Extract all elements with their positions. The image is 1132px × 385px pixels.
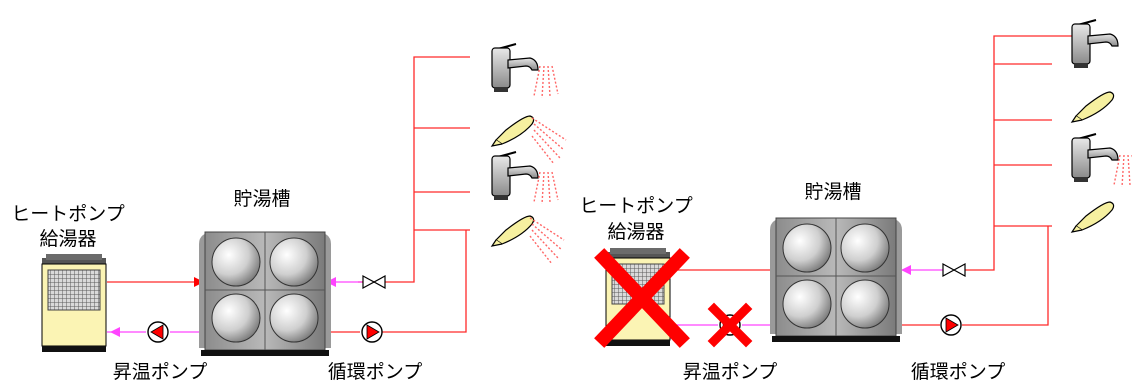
hot-supply-pipes [672, 35, 1072, 326]
spray-icon [529, 217, 565, 265]
shower-icon [491, 115, 535, 147]
faucet-icon [1071, 133, 1119, 183]
flow-arrow-icon [110, 327, 120, 337]
left-system: ヒートポンプ 給湯器 貯湯槽 昇温ポンプ 循環ポンプ [11, 43, 567, 383]
heat-pump-label-1: ヒートポンプ [579, 195, 692, 217]
storage-tank-icon [769, 217, 903, 343]
cross-icon [707, 302, 753, 348]
shower-icon [1071, 201, 1115, 233]
circ-pump-label: 循環ポンプ [911, 361, 1005, 383]
pump-icon [361, 321, 383, 343]
heat-pump-icon [41, 253, 107, 353]
heat-pump-label-2: 給湯器 [39, 228, 96, 250]
storage-tank-icon [198, 231, 332, 357]
faucet-icon [491, 151, 539, 201]
shower-icon [1071, 91, 1115, 123]
tank-label: 貯湯槽 [804, 181, 861, 203]
spray-icon [533, 65, 559, 99]
boost-pump-label: 昇温ポンプ [113, 361, 207, 383]
heat-pump-label-1: ヒートポンプ [11, 203, 124, 225]
faucet-icon [491, 43, 539, 93]
tank-label: 貯湯槽 [233, 188, 290, 210]
boost-pump-label: 昇温ポンプ [683, 361, 777, 383]
faucet-icon [1071, 19, 1119, 69]
shower-icon [491, 215, 535, 247]
spray-icon [531, 117, 567, 165]
right-system: ヒートポンプ 給湯器 貯湯槽 昇温ポンプ 循環ポンプ [579, 19, 1132, 383]
heat-pump-label-2: 給湯器 [607, 221, 664, 243]
pump-icon [147, 321, 169, 343]
valve-icon [942, 263, 966, 277]
pump-icon [940, 314, 962, 336]
flow-arrow-icon [901, 265, 911, 275]
valve-icon [362, 275, 386, 289]
circ-pump-label: 循環ポンプ [328, 361, 422, 383]
cross-icon [594, 248, 690, 348]
